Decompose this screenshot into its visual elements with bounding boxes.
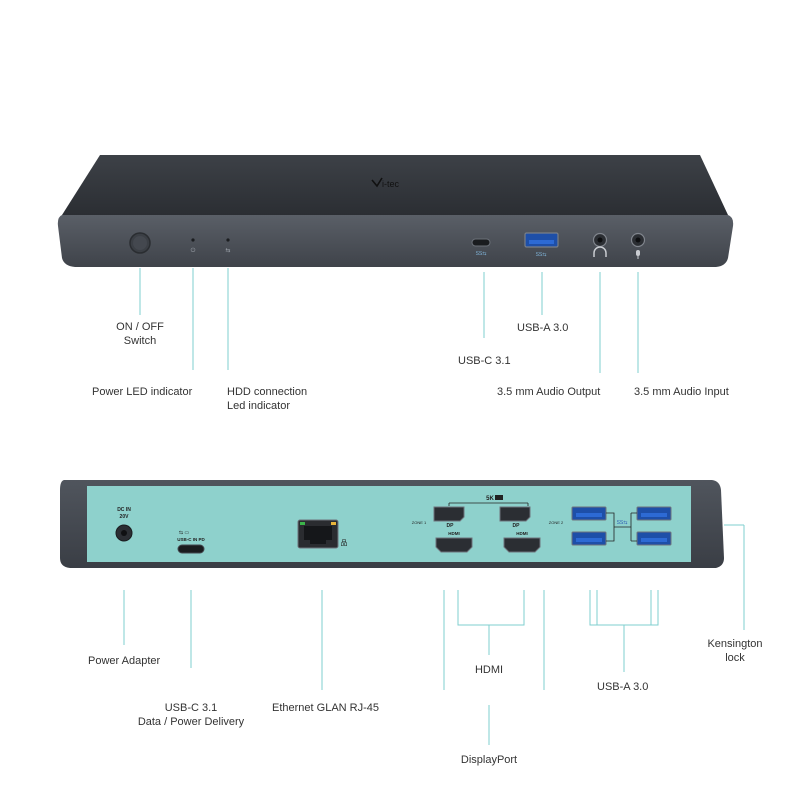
zone1-mark: ZONE 1	[412, 520, 427, 525]
hdmi1-mark: HDMI	[448, 531, 460, 536]
dock-top-surface	[62, 155, 728, 215]
usb-a-tongue	[576, 513, 602, 517]
network-icon: 品	[341, 539, 348, 547]
power-led-label: Power LED indicator	[92, 386, 193, 398]
usb-a-tongue	[641, 513, 667, 517]
hdd-led-label-line2: Led indicator	[227, 400, 290, 412]
ethernet-label: Ethernet GLAN RJ-45	[272, 702, 379, 714]
power-switch-label-line2: Switch	[123, 335, 157, 347]
microphone-icon	[636, 250, 640, 259]
usb-c-pd-icon: ⇆ ▭	[179, 530, 190, 536]
hdd-led-label-line1: HDD connection	[227, 386, 308, 398]
hdmi2-mark: HDMI	[516, 531, 528, 536]
ethernet-socket	[304, 526, 332, 544]
usb-bracket	[606, 512, 637, 542]
ss-usb-logo-icon: SS⇆	[536, 252, 547, 258]
brand-logo-text: i-tec	[382, 179, 400, 189]
usb-c-pd-port	[177, 544, 205, 554]
power-led	[191, 238, 195, 242]
power-button-face	[133, 236, 147, 250]
power-switch-label: ON / OFF Switch	[110, 320, 170, 348]
hdmi-label: HDMI	[474, 664, 504, 676]
power-symbol-icon: ⏻	[191, 247, 196, 254]
usb-c-port-front	[471, 238, 491, 247]
kensington-label-line1: Kensington	[707, 638, 763, 650]
usb-a-tongue	[529, 240, 554, 244]
dc-voltage-mark: 20V	[120, 514, 130, 520]
usb-a-ports-back: SS⇆	[571, 506, 672, 546]
usb-a-front-label: USB-A 3.0	[517, 322, 569, 334]
audio-input-label: 3.5 mm Audio Input	[634, 386, 729, 398]
usb-symbol-icon: ⇆	[225, 247, 230, 254]
displayport-1	[433, 506, 465, 522]
kensington-lock-label: Kensington lock	[700, 637, 770, 665]
audio-output-hole	[597, 237, 603, 243]
headphone-icon	[593, 246, 607, 257]
ethernet-led-green	[300, 522, 305, 525]
hdd-led	[226, 238, 230, 242]
5k-mark: 5K	[486, 496, 494, 502]
dc-in-mark: DC IN	[117, 507, 131, 513]
usb-c-pd-label: USB-C 3.1 Data / Power Delivery	[131, 701, 251, 729]
front-callout-lines	[139, 268, 639, 373]
ss-usb-logo-icon: SS⇆	[617, 520, 628, 526]
back-callout-lines	[123, 524, 745, 745]
dp1-mark: DP	[447, 523, 455, 529]
brand-logo: i-tec	[371, 177, 400, 189]
usb-a-tongue	[576, 538, 602, 542]
back-panel	[87, 486, 691, 562]
dock-back-view: DC IN 20V ⇆ ▭ USB-C IN PD 品 5K ZONE 1 ZO…	[60, 480, 724, 568]
kensington-label-line2: lock	[725, 652, 745, 664]
usb-a-tongue	[641, 538, 667, 542]
hdd-led-label: HDD connection Led indicator	[227, 385, 307, 413]
power-switch-label-line1: ON / OFF	[116, 321, 164, 333]
hdmi-port-1	[435, 537, 473, 553]
dp2-mark: DP	[513, 523, 521, 529]
displayport-2	[499, 506, 531, 522]
power-adapter-label: Power Adapter	[88, 655, 161, 667]
usb-c-pd-label-line1: USB-C 3.1	[164, 702, 218, 714]
ss-usb-logo-icon: SS⇆	[476, 251, 487, 257]
ethernet-led-amber	[331, 522, 336, 525]
zone2-mark: ZONE 2	[549, 520, 564, 525]
audio-input-hole	[635, 237, 641, 243]
dock-front-face	[57, 215, 734, 267]
hdmi-port-2	[503, 537, 541, 553]
dock-front-view: i-tec ⏻ ⇆ SS⇆ SS⇆	[57, 155, 734, 267]
usb-c-front-label: USB-C 3.1	[458, 355, 511, 367]
usb-a-back-label: USB-A 3.0	[597, 681, 649, 693]
displayport-label: DisplayPort	[460, 754, 518, 766]
audio-output-label: 3.5 mm Audio Output	[497, 386, 601, 398]
usb-c-pd-label-line2: Data / Power Delivery	[137, 716, 245, 728]
dc-in-hole	[121, 530, 127, 536]
usb-c-pd-mark: USB-C IN PD	[177, 537, 205, 542]
monitor-icon	[495, 495, 503, 500]
